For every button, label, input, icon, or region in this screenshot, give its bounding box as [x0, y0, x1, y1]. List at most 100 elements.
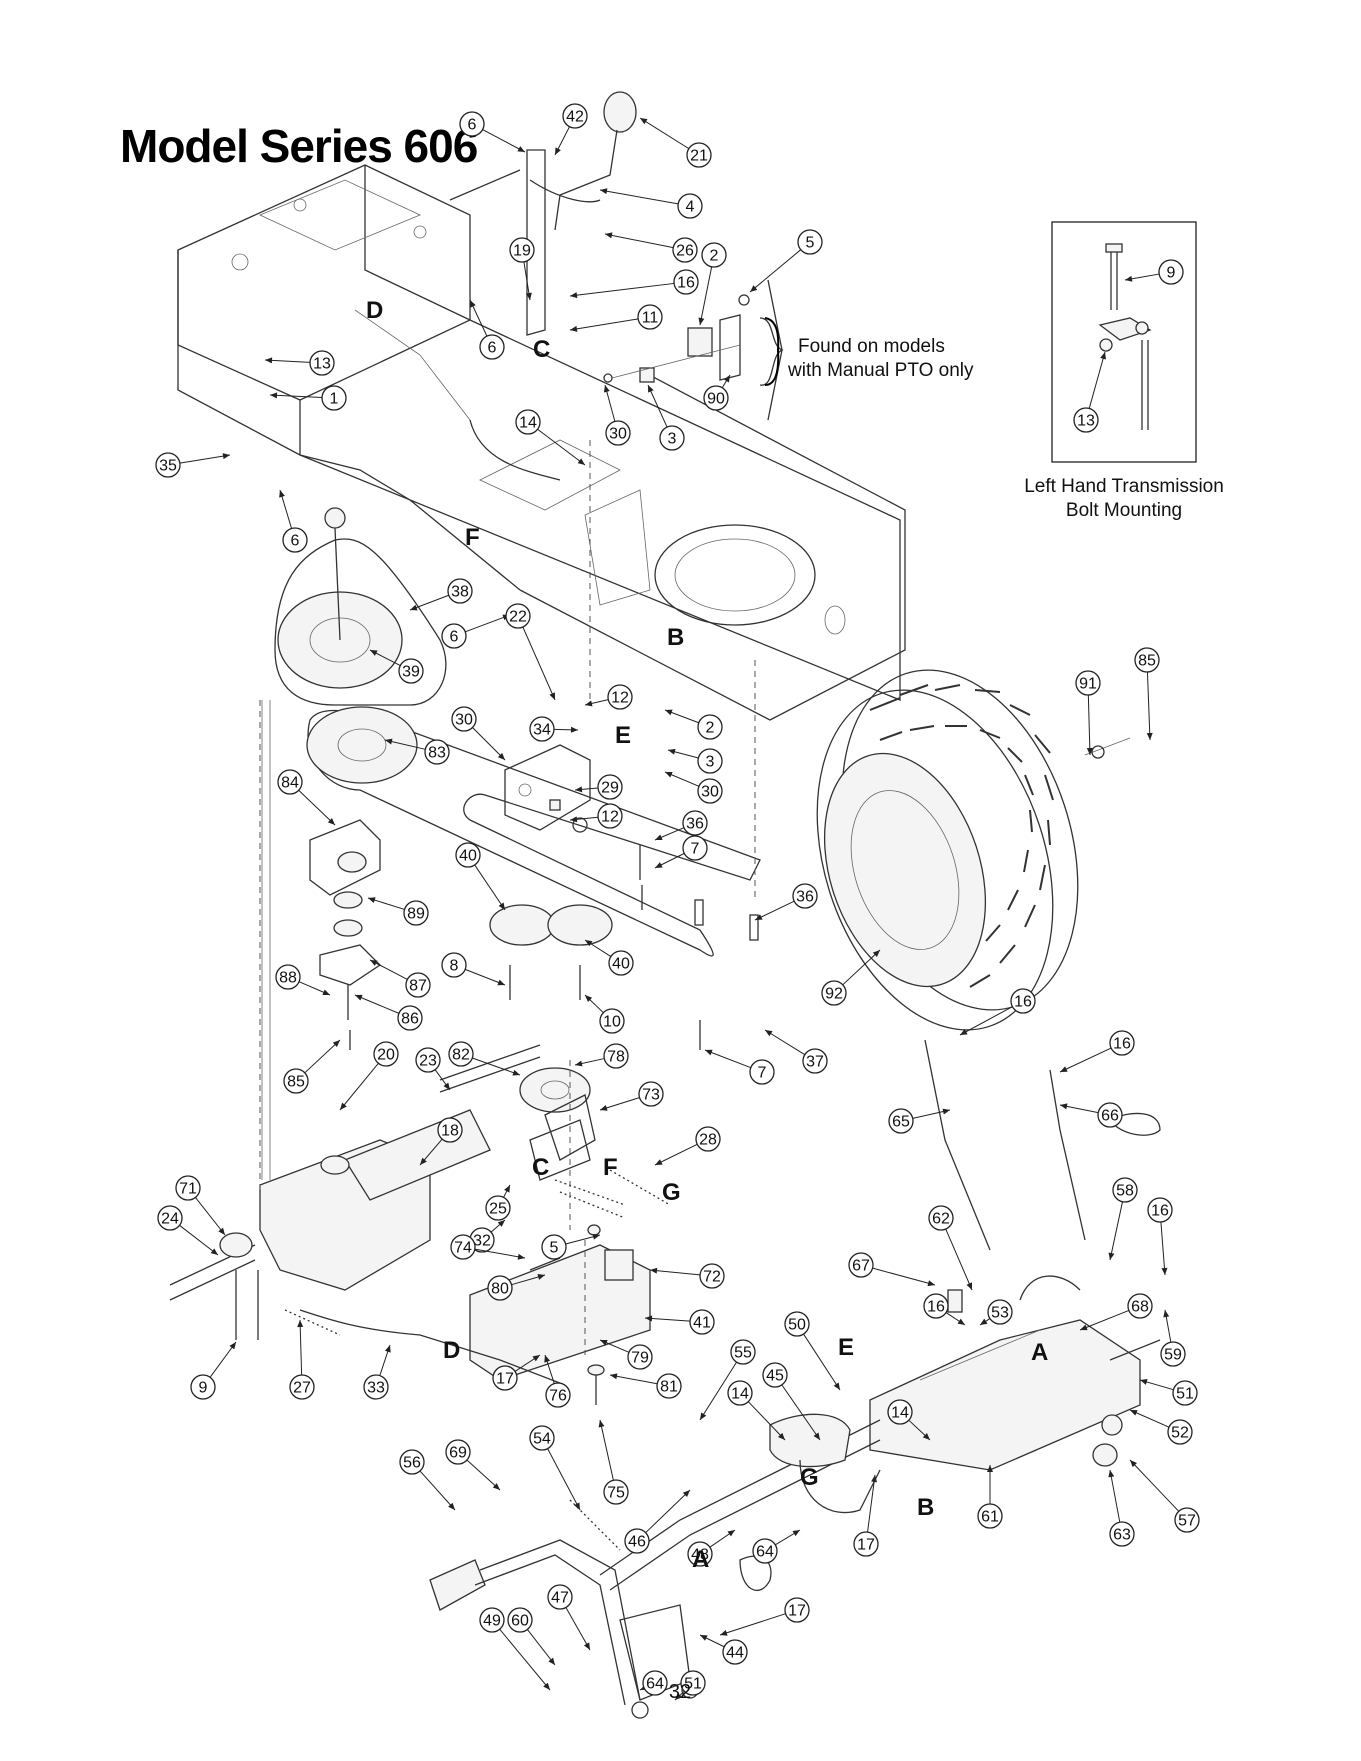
callout-arrowhead	[492, 1483, 500, 1490]
ref-letter-G: G	[662, 1179, 681, 1206]
callout-arrowhead	[504, 1185, 510, 1193]
callout-number: 61	[981, 1509, 999, 1526]
callout-82: 82	[448, 1041, 521, 1076]
callout-arrowhead	[549, 692, 555, 700]
callout-number: 11	[642, 310, 659, 327]
callout-83: 83	[384, 738, 450, 765]
callout-arrowhead	[443, 1082, 450, 1090]
callout-circle	[363, 1374, 389, 1400]
callout-arrowhead	[543, 1682, 550, 1690]
callout-circle	[673, 269, 699, 295]
callout-32: 32	[469, 1219, 506, 1253]
callout-88: 88	[275, 964, 331, 996]
callout-leader-line	[649, 1269, 701, 1276]
callout-33: 33	[363, 1344, 391, 1400]
callout-circle	[677, 193, 703, 219]
callout-leader-line	[599, 1419, 614, 1481]
callout-circle	[749, 1059, 775, 1085]
callout-arrowhead	[1125, 275, 1133, 282]
callout-circle	[605, 420, 631, 446]
callout-circle	[689, 1309, 715, 1335]
callout-leader-line	[464, 968, 506, 986]
callout-circle	[680, 1670, 706, 1696]
callout-arrowhead	[700, 1412, 707, 1420]
callout-number: 40	[459, 848, 477, 865]
callout-number: 87	[409, 978, 427, 995]
callout-52: 52	[1129, 1409, 1193, 1445]
callout-45: 45	[762, 1362, 821, 1441]
callout-number: 25	[489, 1201, 507, 1218]
callout-arrowhead	[723, 375, 730, 383]
callout-14: 14	[887, 1399, 931, 1441]
callout-arrowhead	[574, 1502, 580, 1510]
callout-arrowhead	[1080, 1324, 1088, 1331]
callout-number: 38	[451, 584, 469, 601]
callout-9: 9	[1124, 259, 1184, 285]
callout-arrowhead	[600, 188, 608, 195]
callout-2: 2	[698, 242, 727, 326]
callout-arrowhead	[525, 292, 532, 300]
callout-circle	[398, 658, 424, 684]
callout-circle	[485, 1195, 511, 1221]
callout-arrowhead	[497, 752, 505, 760]
callout-leader-line	[1087, 694, 1091, 756]
callout-circle	[155, 452, 181, 478]
callout-number: 57	[1178, 1513, 1196, 1530]
callout-8: 8	[441, 952, 506, 986]
diagram-title: Model Series 606	[120, 120, 477, 172]
callout-arrowhead	[603, 385, 610, 393]
callout-64: 64	[639, 1670, 668, 1696]
callout-arrowhead	[384, 1345, 391, 1353]
callout-leader-line	[1129, 1459, 1180, 1512]
callout-circle	[599, 1008, 625, 1034]
callout-number: 51	[684, 1676, 702, 1693]
callout-number: 2	[710, 248, 719, 265]
callout-number: 59	[1164, 1347, 1182, 1364]
callout-36: 36	[654, 810, 708, 841]
callout-number: 16	[1113, 1036, 1131, 1053]
callout-circle	[479, 334, 505, 360]
callout-number: 14	[891, 1405, 909, 1422]
callout-circle	[492, 1365, 518, 1391]
callout-arrowhead	[600, 1339, 608, 1346]
callout-number: 35	[159, 458, 177, 475]
callout-80: 80	[487, 1274, 546, 1301]
callout-leader-line	[1088, 351, 1106, 409]
callout-number: 78	[607, 1049, 625, 1066]
callout-number: 86	[401, 1011, 419, 1028]
callout-arrowhead	[750, 285, 758, 292]
callout-16: 16	[959, 988, 1036, 1036]
callout-circle	[437, 1117, 463, 1143]
callout-arrowhead	[871, 1475, 878, 1483]
ref-letter-F: F	[465, 524, 480, 551]
callout-49: 49	[479, 1607, 551, 1691]
callout-number: 36	[796, 889, 814, 906]
callout-number: 28	[699, 1132, 717, 1149]
callout-16: 16	[1059, 1030, 1135, 1073]
callout-leader-line	[304, 1039, 341, 1074]
callout-leader-line	[747, 1401, 786, 1441]
manual-pto-note-line1: Found on models	[798, 336, 945, 357]
callout-circle	[190, 1374, 216, 1400]
callout-61: 61	[977, 1465, 1003, 1529]
callout-35: 35	[155, 452, 231, 478]
callout-arrowhead	[210, 1248, 218, 1255]
callout-arrowhead	[682, 1490, 690, 1498]
callout-circle	[928, 1205, 954, 1231]
callout-number: 30	[701, 784, 719, 801]
callout-68: 68	[1079, 1293, 1153, 1331]
reference-lines	[259, 700, 586, 1355]
callout-number: 13	[1077, 413, 1095, 430]
callout-circle	[529, 1425, 555, 1451]
callout-arrowhead	[872, 950, 880, 957]
callout-circle	[762, 1362, 788, 1388]
callout-78: 78	[574, 1043, 629, 1069]
callout-leader-line	[781, 1384, 821, 1441]
callout-circle	[397, 1005, 423, 1031]
callout-leader-line	[522, 626, 556, 701]
callout-leader-line	[298, 789, 336, 826]
callout-number: 68	[1131, 1299, 1149, 1316]
callout-circle	[687, 1541, 713, 1567]
callout-16: 16	[569, 269, 699, 299]
